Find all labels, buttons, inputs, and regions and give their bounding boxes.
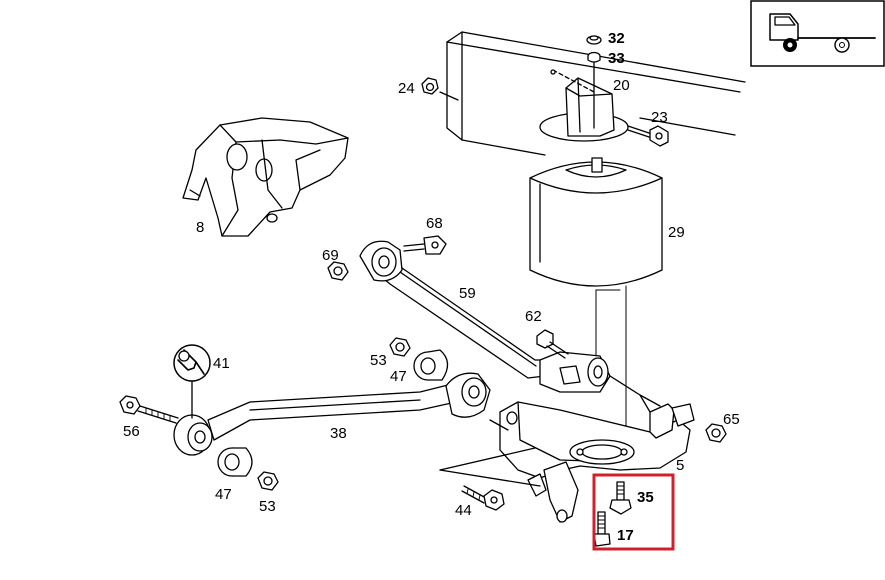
callout-33: 33: [608, 50, 625, 67]
callout-59: 59: [459, 285, 476, 302]
callout-53-lower: 53: [259, 498, 276, 515]
wrench-icon: [173, 344, 211, 382]
air-spring-mount-bracket: [539, 59, 629, 142]
callout-24: 24: [398, 80, 415, 97]
callout-47-lower: 47: [215, 486, 232, 503]
callout-5: 5: [676, 457, 684, 474]
callout-38: 38: [330, 425, 347, 442]
bolt-23: [627, 125, 669, 147]
nut-24: [421, 77, 439, 95]
highlight-box: [592, 473, 675, 551]
callout-35: 35: [637, 489, 654, 506]
callout-17: 17: [617, 527, 634, 544]
bolt-35: [609, 481, 632, 515]
bolt-62: [536, 329, 569, 359]
bushing-47-upper: [413, 349, 449, 381]
nut-53-upper: [389, 337, 411, 357]
callout-56: 56: [123, 423, 140, 440]
truck-chassis-icon: [750, 0, 885, 67]
nut-53-lower: [257, 471, 279, 491]
bolt-17: [593, 511, 611, 547]
nut-65: [705, 423, 727, 443]
lower-rod-38: [173, 372, 491, 456]
bushing-47-lower: [217, 447, 253, 477]
air-spring-29: [529, 157, 663, 287]
upper-rod-59: [359, 240, 661, 407]
callout-53-upper: 53: [370, 352, 387, 369]
nut-32: [586, 35, 602, 45]
bolt-44: [439, 447, 541, 511]
bolt-68: [403, 235, 447, 255]
callout-23: 23: [651, 109, 668, 126]
frame-bracket-8: [182, 117, 349, 237]
callout-8: 8: [196, 219, 204, 236]
callout-labels: 24 32 33 20 23 8 29 68 69 59 62 41 53 47…: [123, 30, 740, 544]
callout-32: 32: [608, 30, 625, 47]
callout-29: 29: [668, 224, 685, 241]
callout-68: 68: [426, 215, 443, 232]
callout-62: 62: [525, 308, 542, 325]
nut-69: [327, 261, 349, 281]
callout-20: 20: [613, 77, 630, 94]
callout-69: 69: [322, 247, 339, 264]
callout-44: 44: [455, 502, 472, 519]
callout-65: 65: [723, 411, 740, 428]
bolt-56: [119, 395, 179, 424]
callout-47-upper: 47: [390, 368, 407, 385]
washer-33: [587, 51, 601, 63]
callout-41: 41: [213, 355, 230, 372]
axle-bracket-5: [489, 394, 695, 523]
